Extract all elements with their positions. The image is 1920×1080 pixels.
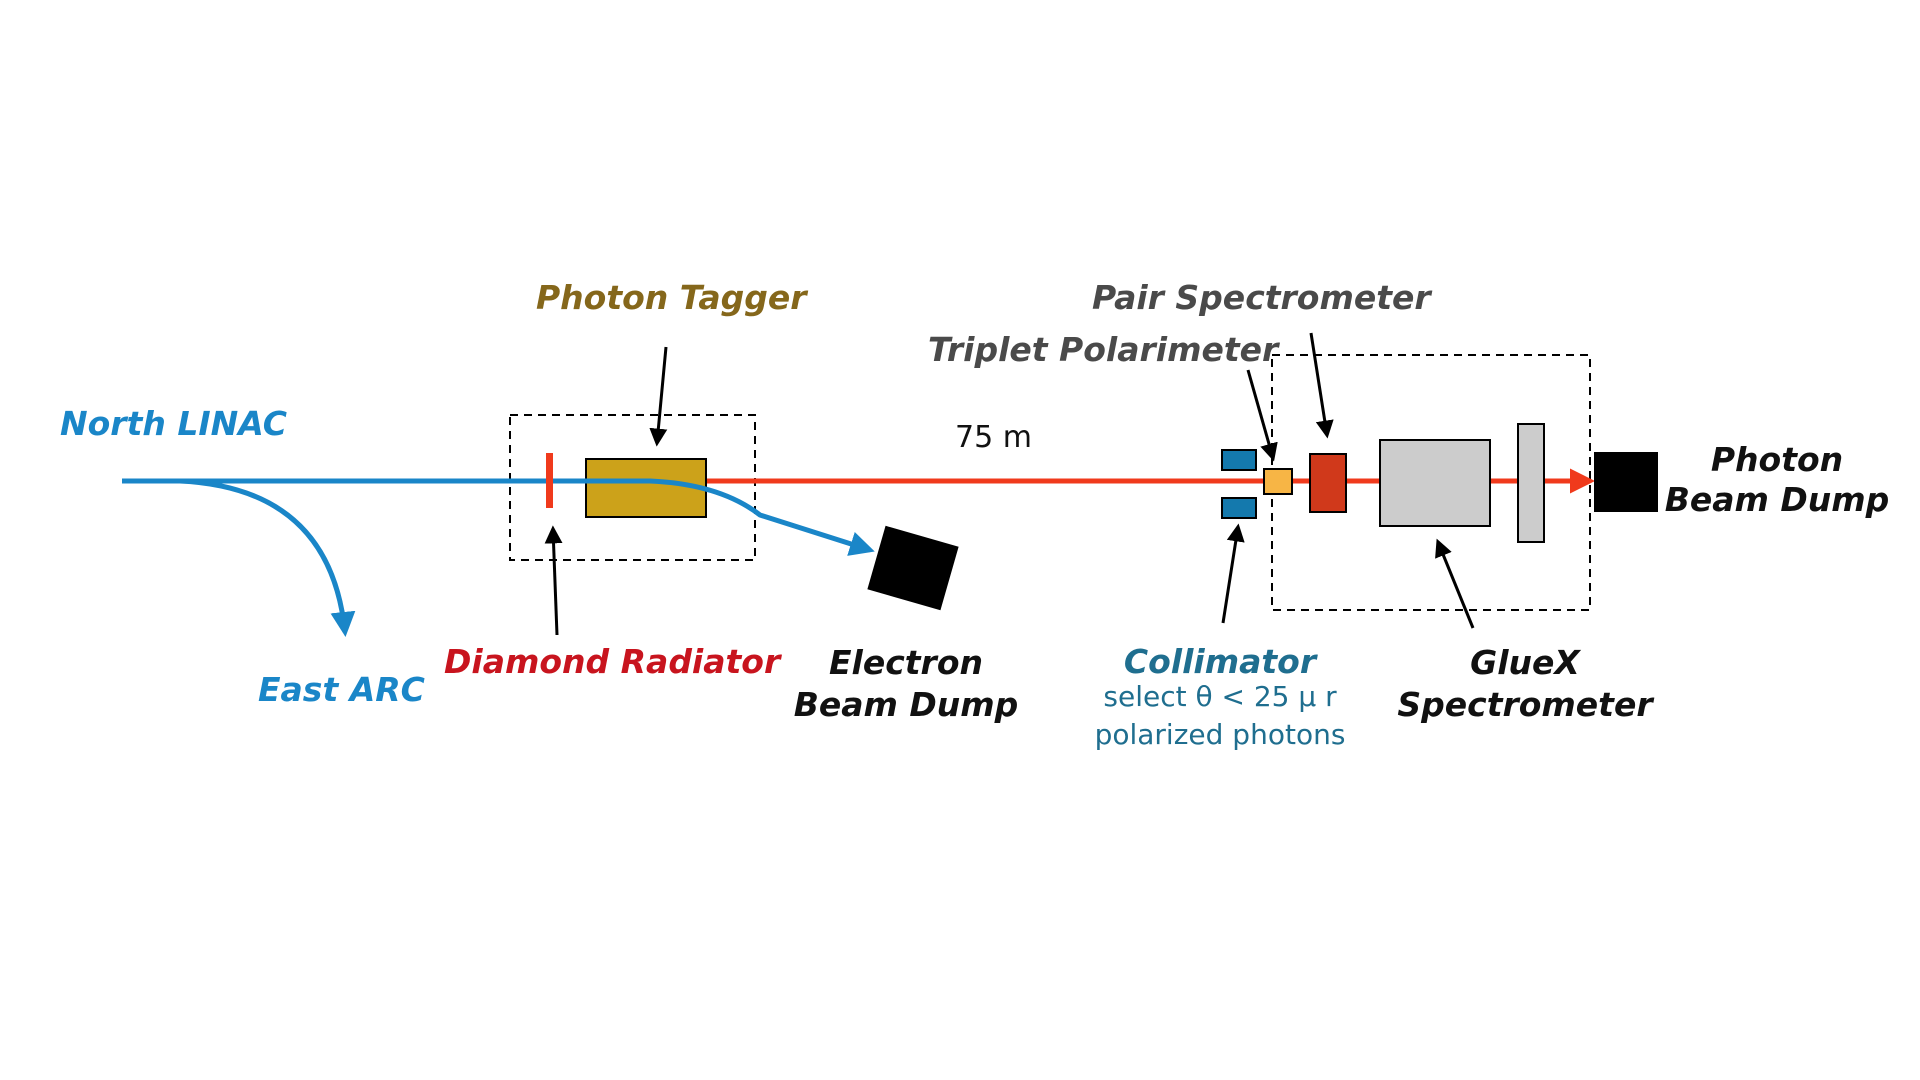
electron-beam-deflected (548, 478, 875, 556)
gluex-pointer-arrow (1435, 538, 1475, 629)
tagger-pointer-arrow (649, 346, 668, 447)
tagger-hall-box (509, 414, 756, 561)
diamond-radiator-label: Diamond Radiator (444, 642, 781, 681)
electron-dump-line1: Electron (828, 643, 983, 682)
pair-spectrometer-pointer-arrow (1309, 332, 1334, 439)
hall-d-box (1271, 354, 1591, 611)
gluex-line2: Spectrometer (1397, 685, 1653, 724)
gluex-line1: GlueX (1470, 643, 1580, 682)
electron-beam-dump (867, 525, 959, 611)
collimator-bottom (1221, 497, 1257, 519)
photon-tagger-label: Photon Tagger (536, 278, 807, 317)
photon-dump-line1: Photon (1710, 440, 1844, 479)
downstream-detector (1517, 423, 1545, 543)
pair-spectrometer (1309, 453, 1347, 513)
gluex-spectrometer (1379, 439, 1491, 527)
electron-beam-dump-label: Electron Beam Dump (792, 642, 1020, 726)
polarimeter-pointer-arrow (1246, 369, 1278, 462)
diamond-radiator (546, 453, 553, 508)
north-linac-label: North LINAC (60, 404, 287, 443)
triplet-polarimeter (1263, 468, 1293, 495)
east-arc-beam (179, 478, 356, 637)
photon-dump-line2: Beam Dump (1664, 480, 1890, 519)
photon-beam-dump-label: Photon Beam Dump (1662, 440, 1892, 520)
collimator-label: Collimator (1123, 642, 1317, 681)
collimator-pointer-arrow (1221, 523, 1245, 624)
pair-spectrometer-label: Pair Spectrometer (1092, 278, 1431, 317)
photon-beam-dump (1594, 452, 1658, 512)
collimator-note-1: select θ < 25 μ r (1103, 680, 1337, 713)
east-arc-label: East ARC (258, 670, 425, 709)
collimator-note-2: polarized photons (1094, 718, 1346, 751)
electron-dump-line2: Beam Dump (793, 685, 1019, 724)
collimator-top (1221, 449, 1257, 471)
gluex-spectrometer-label: GlueX Spectrometer (1390, 642, 1660, 726)
triplet-polarimeter-label: Triplet Polarimeter (928, 330, 1279, 369)
distance-label: 75 m (955, 420, 1032, 455)
radiator-pointer-arrow (544, 525, 563, 636)
photon-tagger (585, 458, 707, 518)
